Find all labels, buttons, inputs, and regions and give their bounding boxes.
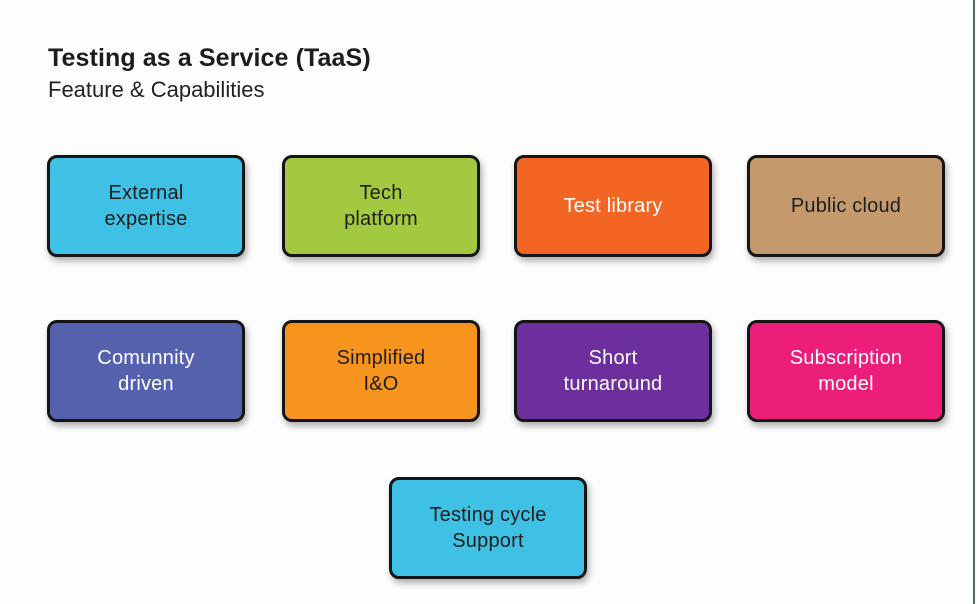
box-subscription-model: Subscription model — [747, 320, 945, 422]
box-comunnity-driven: Comunnity driven — [47, 320, 245, 422]
box-testing-cycle-support: Testing cycle Support — [389, 477, 587, 579]
box-short-turnaround: Short turnaround — [514, 320, 712, 422]
page-title: Testing as a Service (TaaS) — [48, 44, 371, 72]
box-public-cloud: Public cloud — [747, 155, 945, 257]
page-subtitle: Feature & Capabilities — [48, 77, 265, 102]
box-simplified-io: Simplified I&O — [282, 320, 480, 422]
box-test-library: Test library — [514, 155, 712, 257]
box-external-expertise: External expertise — [47, 155, 245, 257]
right-edge-line — [973, 0, 975, 604]
box-tech-platform: Tech platform — [282, 155, 480, 257]
